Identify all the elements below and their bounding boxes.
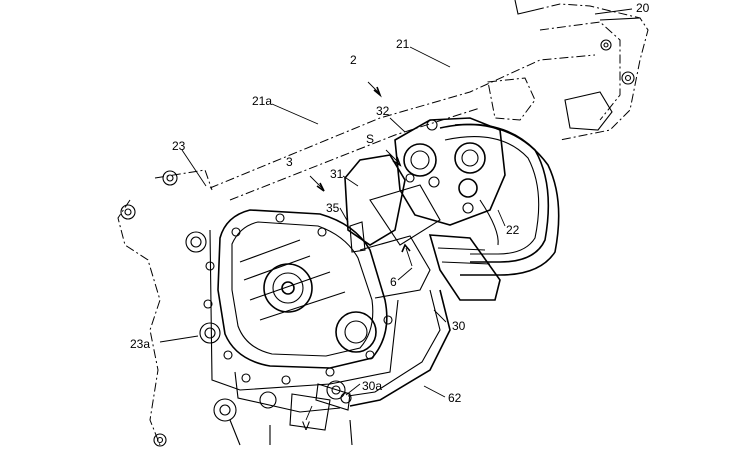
frame-body xyxy=(117,0,649,446)
label-s: S xyxy=(366,132,374,146)
cylinder-block xyxy=(344,117,506,299)
frame-bolt-holes xyxy=(120,39,635,447)
cover-bolts xyxy=(203,213,393,385)
label-v: V xyxy=(302,419,310,433)
direction-arrows xyxy=(309,81,413,267)
label-2: 2 xyxy=(350,53,357,67)
label-23a: 23a xyxy=(130,337,150,351)
label-21a: 21a xyxy=(252,94,272,108)
part-30a xyxy=(315,383,352,411)
label-6: 6 xyxy=(390,275,397,289)
reference-labels: 20 21 2 21a 32 23 S 3 31 35 22 6 23a 30 … xyxy=(130,1,650,433)
label-21: 21 xyxy=(396,37,410,51)
label-3: 3 xyxy=(286,155,293,169)
crankcase-cover xyxy=(209,209,399,446)
label-23: 23 xyxy=(172,139,186,153)
label-62: 62 xyxy=(448,391,462,405)
label-31: 31 xyxy=(330,167,344,181)
label-35: 35 xyxy=(326,201,340,215)
label-30: 30 xyxy=(452,319,466,333)
label-22: 22 xyxy=(506,223,520,237)
label-20: 20 xyxy=(636,1,650,15)
exhaust-pipes xyxy=(347,123,560,407)
label-32: 32 xyxy=(376,104,390,118)
label-30a: 30a xyxy=(362,379,382,393)
leader-lines xyxy=(159,8,633,421)
